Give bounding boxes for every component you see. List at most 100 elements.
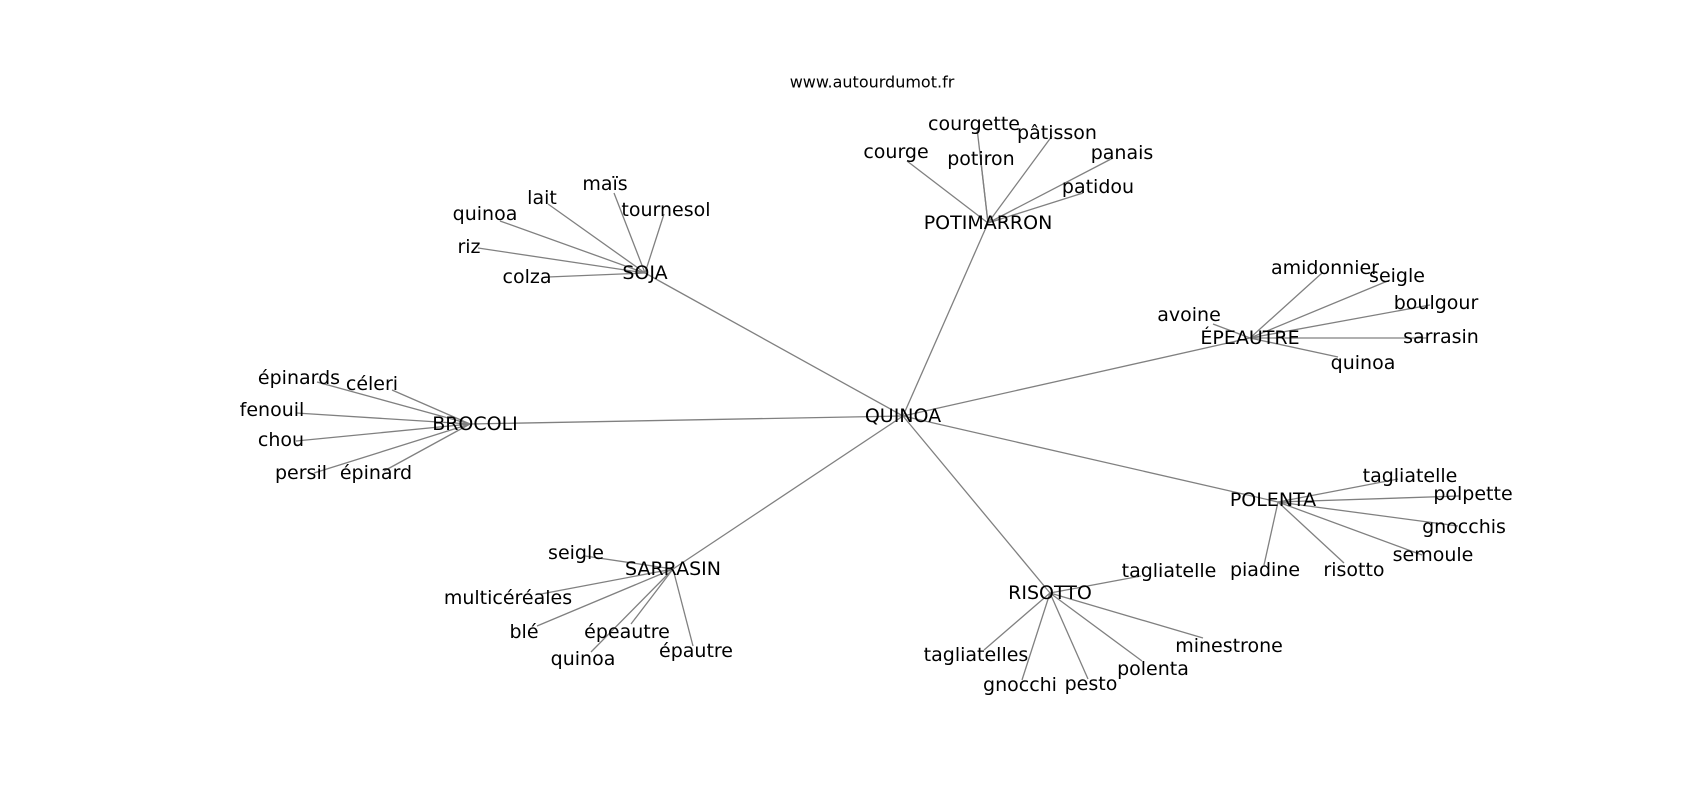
edge-hub-leaf xyxy=(1277,495,1461,503)
edge-hub-leaf xyxy=(540,568,674,595)
edge-hub-leaf xyxy=(477,247,646,274)
edge-hub-leaf xyxy=(983,592,1051,651)
leaf-word-label: quinoa xyxy=(551,648,616,670)
hub-word-label: POTIMARRON xyxy=(924,212,1053,234)
edge-hub-leaf xyxy=(1021,592,1051,681)
edge-root-hub xyxy=(902,337,1251,417)
edge-hub-leaf xyxy=(1049,592,1204,639)
edge-hub-leaf xyxy=(1277,501,1423,556)
leaf-word-label: semoule xyxy=(1393,544,1474,566)
leaf-word-label: riz xyxy=(457,236,480,258)
edge-hub-leaf xyxy=(987,135,1053,224)
leaf-word-label: seigle xyxy=(1369,265,1425,287)
leaf-word-label: piadine xyxy=(1230,559,1300,581)
edge-hub-leaf xyxy=(1277,478,1399,503)
edge-hub-leaf xyxy=(1263,501,1279,566)
leaf-word-label: minestrone xyxy=(1175,635,1283,657)
leaf-word-label: tagliatelles xyxy=(924,644,1029,666)
leaf-word-label: courgette xyxy=(928,113,1020,135)
leaf-word-label: pesto xyxy=(1065,673,1118,695)
leaf-word-label: quinoa xyxy=(1331,352,1396,374)
edge-hub-leaf xyxy=(499,220,646,274)
leaf-word-label: lait xyxy=(527,187,557,209)
leaf-word-label: gnocchis xyxy=(1422,516,1506,538)
edge-hub-leaf xyxy=(1049,592,1089,680)
edge-root-hub xyxy=(902,222,989,417)
edge-hub-leaf xyxy=(1277,501,1345,564)
edge-hub-leaf xyxy=(1249,279,1391,339)
root-word-label: QUINOA xyxy=(865,405,941,427)
edge-hub-leaf xyxy=(295,412,471,425)
leaf-word-label: tagliatelle xyxy=(1363,465,1458,487)
edge-hub-leaf xyxy=(1212,323,1251,339)
edge-hub-leaf xyxy=(316,381,471,425)
leaf-word-label: pâtisson xyxy=(1017,122,1097,144)
edge-root-hub xyxy=(672,415,904,570)
leaf-word-label: persil xyxy=(275,462,327,484)
edge-hub-leaf xyxy=(584,555,674,570)
leaf-word-label: gnocchi xyxy=(983,674,1057,696)
leaf-word-label: potiron xyxy=(947,148,1014,170)
edge-hub-leaf xyxy=(1249,337,1339,358)
leaf-word-label: patidou xyxy=(1062,176,1134,198)
leaf-word-label: seigle xyxy=(548,542,604,564)
leaf-word-label: maïs xyxy=(582,173,627,195)
edge-hub-leaf xyxy=(536,568,674,627)
leaf-word-label: sarrasin xyxy=(1403,326,1479,348)
leaf-word-label: polpette xyxy=(1433,483,1512,505)
leaf-word-label: quinoa xyxy=(453,203,518,225)
leaf-word-label: avoine xyxy=(1157,304,1221,326)
edge-hub-leaf xyxy=(391,389,471,425)
leaf-word-label: tournesol xyxy=(621,199,710,221)
hub-word-label: SARRASIN xyxy=(625,558,721,580)
hub-word-label: SOJA xyxy=(622,262,667,284)
leaf-word-label: polenta xyxy=(1117,658,1189,680)
hub-word-label: ÉPEAUTRE xyxy=(1200,326,1299,349)
leaf-word-label: épeautre xyxy=(584,621,670,643)
edge-hub-leaf xyxy=(590,568,674,653)
edge-hub-leaf xyxy=(383,423,471,472)
leaf-word-label: blé xyxy=(509,621,538,643)
edge-hub-leaf xyxy=(672,568,694,647)
leaf-word-label: tagliatelle xyxy=(1122,560,1217,582)
hub-word-label: BROCOLI xyxy=(432,413,518,435)
edge-hub-leaf xyxy=(987,157,1114,224)
hub-word-label: RISOTTO xyxy=(1008,582,1092,604)
edge-hub-leaf xyxy=(906,160,989,224)
leaf-word-label: épinard xyxy=(340,462,412,484)
edge-hub-leaf xyxy=(1049,575,1142,594)
edge-root-hub xyxy=(902,415,1279,503)
edge-hub-leaf xyxy=(547,203,646,274)
edge-hub-leaf xyxy=(987,192,1084,224)
edge-hub-leaf xyxy=(644,213,665,274)
leaf-word-label: amidonnier xyxy=(1271,257,1379,279)
edge-hub-leaf xyxy=(630,568,674,625)
edge-hub-leaf xyxy=(1049,592,1143,662)
edge-hub-leaf xyxy=(1277,501,1459,527)
leaf-word-label: courge xyxy=(863,141,928,163)
labels: www.autourdumot.fr maïs lait tournesol quin… xyxy=(240,73,1513,697)
leaf-word-label: épinards xyxy=(258,367,340,389)
edge-hub-leaf xyxy=(313,423,471,474)
edge-hub-leaf xyxy=(1249,304,1431,339)
site-credit: www.autourdumot.fr xyxy=(790,73,955,92)
edge-hub-leaf xyxy=(980,161,989,224)
leaf-word-label: panais xyxy=(1091,142,1154,164)
edge-hub-leaf xyxy=(295,423,471,442)
leaf-word-label: fenouil xyxy=(240,399,305,421)
edge-root-hub xyxy=(644,272,904,417)
leaf-word-label: multicéréales xyxy=(444,587,572,609)
edge-root-hub xyxy=(469,415,904,425)
edge-root-hub xyxy=(902,415,1051,594)
edge-hub-leaf xyxy=(547,272,646,278)
leaf-word-label: risotto xyxy=(1323,559,1384,581)
leaf-word-label: céleri xyxy=(346,373,398,395)
leaf-word-label: épautre xyxy=(659,640,733,662)
leaf-word-label: chou xyxy=(258,429,304,451)
hub-word-label: POLENTA xyxy=(1230,489,1316,511)
edge-hub-leaf xyxy=(1249,272,1323,339)
leaf-word-label: colza xyxy=(503,266,552,288)
leaf-word-label: boulgour xyxy=(1394,292,1479,314)
edge-hub-leaf xyxy=(613,192,646,274)
